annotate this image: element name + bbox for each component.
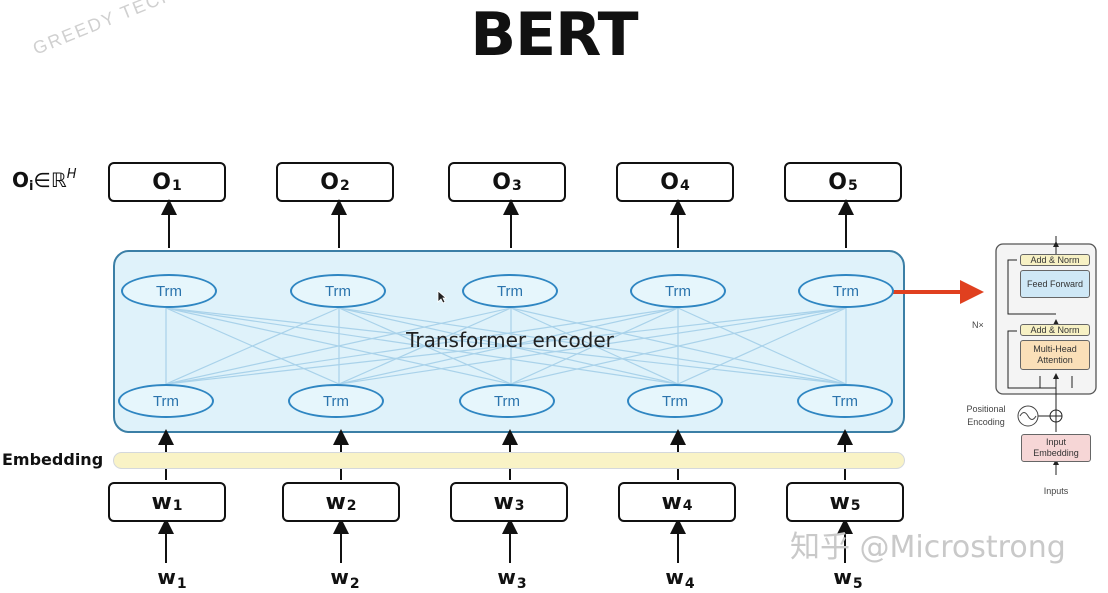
- output-sub: 5: [847, 178, 858, 194]
- output-arrows: [161, 199, 854, 248]
- mini-nx-label: N×: [972, 320, 984, 330]
- word-sub: 3: [514, 498, 525, 514]
- output-main: O: [152, 169, 171, 195]
- page-title: BERT: [470, 0, 638, 70]
- word-main: w: [151, 489, 172, 515]
- word-main: w: [661, 489, 682, 515]
- input-main: w: [330, 565, 349, 589]
- input-sub: 1: [176, 576, 187, 592]
- mini-positional-label: Positional Encoding: [966, 404, 1006, 427]
- word-main: w: [325, 489, 346, 515]
- mini-input-embedding: Input Embedding: [1021, 434, 1091, 462]
- input-arrows: [158, 518, 853, 563]
- trm-bottom-3: Trm: [459, 384, 555, 418]
- input-main: w: [497, 565, 516, 589]
- trm-top-3: Trm: [462, 274, 558, 308]
- output-main: O: [320, 169, 339, 195]
- attention-connections: [165, 307, 847, 385]
- output-sub: 1: [171, 178, 182, 194]
- input-sub: 2: [349, 576, 360, 592]
- trm-bottom-1: Trm: [118, 384, 214, 418]
- trm-top-5: Trm: [798, 274, 894, 308]
- input-label-3: w3: [482, 565, 542, 592]
- input-sub: 4: [684, 576, 695, 592]
- mini-block-frame: [995, 243, 1097, 395]
- output-main: O: [828, 169, 847, 195]
- trm-top-2: Trm: [290, 274, 386, 308]
- embedding-bar: [113, 452, 905, 469]
- input-main: w: [665, 565, 684, 589]
- output-sup: H: [66, 167, 77, 182]
- input-sub: 5: [852, 576, 863, 592]
- trm-top-1: Trm: [121, 274, 217, 308]
- output-space-label: Oi∈ℝH: [12, 167, 77, 194]
- output-sub: 4: [679, 178, 690, 194]
- output-space: ∈ℝ: [33, 168, 67, 192]
- trm-bottom-2: Trm: [288, 384, 384, 418]
- word-main: w: [829, 489, 850, 515]
- output-main: O: [492, 169, 511, 195]
- mini-add-norm-bottom: Add & Norm: [1020, 324, 1090, 336]
- output-sub: i: [29, 179, 34, 194]
- input-main: w: [157, 565, 176, 589]
- word-sub: 2: [346, 498, 357, 514]
- word-sub: 4: [682, 498, 693, 514]
- word-main: w: [493, 489, 514, 515]
- input-label-4: w4: [650, 565, 710, 592]
- output-sub: 2: [339, 178, 350, 194]
- input-label-1: w1: [142, 565, 202, 592]
- input-label-2: w2: [315, 565, 375, 592]
- output-sub: 3: [511, 178, 522, 194]
- input-sub: 3: [516, 576, 527, 592]
- trm-bottom-4: Trm: [627, 384, 723, 418]
- mini-inputs-label: Inputs: [1043, 486, 1069, 496]
- input-label-5: w5: [818, 565, 878, 592]
- trm-bottom-5: Trm: [797, 384, 893, 418]
- word-sub: 5: [850, 498, 861, 514]
- output-main: O: [660, 169, 679, 195]
- mini-multi-head: Multi-Head Attention: [1020, 340, 1090, 370]
- input-main: w: [833, 565, 852, 589]
- trm-top-4: Trm: [630, 274, 726, 308]
- mini-feed-forward: Feed Forward: [1020, 270, 1090, 298]
- output-symbol: O: [12, 168, 30, 192]
- watermark: 知乎 @Microstrong: [790, 530, 1066, 565]
- mini-add-norm-top: Add & Norm: [1020, 254, 1090, 266]
- encoder-label: Transformer encoder: [406, 328, 614, 352]
- mouse-cursor-icon: [437, 290, 447, 304]
- embedding-label: Embedding: [2, 450, 104, 469]
- word-sub: 1: [172, 498, 183, 514]
